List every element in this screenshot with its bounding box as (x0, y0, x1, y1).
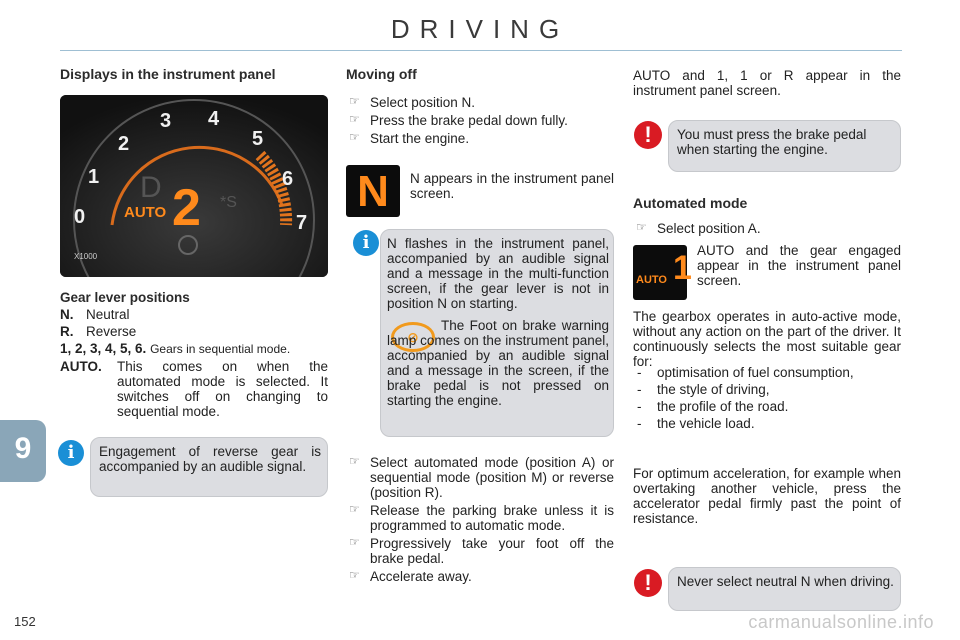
list-item: Release the parking brake unless it is p… (346, 502, 614, 533)
display-auto-gear: 1 (673, 249, 692, 287)
gear-selection-factors: optimisation of fuel consumption, the st… (633, 365, 901, 433)
list-item: Progressively take your foot off the bra… (346, 535, 614, 566)
warning-icon: ! (634, 121, 662, 149)
gauge-number: 1 (88, 166, 99, 188)
gear-desc: Gears in sequential mode. (150, 342, 291, 356)
page-number: 152 (14, 614, 36, 629)
instrument-panel-image: 0 1 2 3 4 5 6 7 D 2 AUTO *S X1000 (60, 95, 328, 277)
gear-key: R. (60, 324, 74, 339)
list-item: R. Reverse (60, 324, 328, 341)
display-n-letter: N (357, 167, 389, 216)
list-item: the style of driving, (633, 382, 901, 397)
gearbox-text: The gearbox operates in auto-active mode… (633, 309, 901, 369)
display-n-image: N (346, 165, 400, 217)
list-item: Accelerate away. (346, 568, 614, 584)
display-auto-label: AUTO (636, 274, 667, 286)
gauge-number: 2 (118, 133, 129, 155)
gauge-number: 3 (160, 110, 171, 132)
list-item: Start the engine. (346, 130, 614, 146)
list-item: Select position A. (633, 220, 901, 236)
list-item: Select position N. (346, 94, 614, 110)
list-item: Select automated mode (position A) or se… (346, 454, 614, 500)
warning-icon: ! (634, 569, 662, 597)
info-box-reverse: Engagement of reverse gear is accompanie… (90, 437, 328, 497)
gauge-gear: 2 (172, 179, 201, 237)
page-title: DRIVING (390, 14, 570, 44)
title-divider (60, 50, 902, 51)
info-text: N flashes in the instrument panel, accom… (387, 236, 609, 311)
chapter-number: 9 (14, 432, 32, 465)
gear-key: 1, 2, 3, 4, 5, 6. (60, 341, 147, 356)
list-item: optimisation of fuel consumption, (633, 365, 901, 380)
list-item: Press the brake pedal down fully. (346, 112, 614, 128)
gear-desc: This comes on when the automated mode is… (117, 359, 328, 419)
info-icon: i (58, 440, 84, 466)
section-heading-moving-off: Moving off (346, 66, 417, 82)
moving-off-steps: Select position N. Press the brake pedal… (346, 94, 614, 149)
gear-positions-title: Gear lever positions (60, 290, 190, 305)
gauge-s-symbol: *S (220, 194, 237, 211)
gauge-number: 7 (296, 212, 307, 234)
section-heading-automated: Automated mode (633, 195, 748, 211)
list-item: N. Neutral (60, 307, 328, 324)
info-icon: i (353, 230, 379, 256)
gauge-number: 6 (282, 168, 293, 190)
acceleration-text: For optimum acceleration, for example wh… (633, 466, 901, 526)
gauge-scale: X1000 (74, 252, 98, 261)
gear-positions-list: N. Neutral R. Reverse 1, 2, 3, 4, 5, 6. Ge… (60, 307, 328, 358)
list-item: the vehicle load. (633, 416, 901, 431)
display-auto-image: AUTO 1 (633, 245, 692, 300)
gear-desc: Neutral (86, 307, 130, 322)
gauge-number: 5 (252, 128, 263, 150)
gauge-mode: D (140, 171, 162, 204)
list-item: the profile of the road. (633, 399, 901, 414)
gear-key: N. (60, 307, 74, 322)
warning-box-neutral: Never select neutral N when driving. (668, 567, 901, 611)
gauge-number: 4 (208, 108, 220, 130)
list-item: 1, 2, 3, 4, 5, 6. Gears in sequential mo… (60, 341, 328, 358)
info-text: Engagement of reverse gear is accompanie… (99, 444, 321, 474)
display-n-text: N appears in the instrument panel screen… (410, 171, 614, 201)
chapter-tab: 9 (0, 420, 46, 482)
foot-brake-lamp-icon (178, 235, 198, 255)
auto-appear-text: AUTO and 1, 1 or R appear in the instrum… (633, 68, 901, 98)
foot-on-brake-icon: ⊘ (391, 322, 435, 352)
section-heading-displays: Displays in the instrument panel (60, 66, 276, 82)
gauge-number: 0 (74, 206, 85, 228)
gauge-auto-label: AUTO (124, 204, 167, 221)
warning-text: Never select neutral N when driving. (677, 574, 894, 589)
warning-text: You must press the brake pedal when star… (677, 127, 867, 157)
info-box-n-flashes: N flashes in the instrument panel, accom… (380, 229, 614, 437)
rev-gauge-illustration: 0 1 2 3 4 5 6 7 D 2 AUTO *S X1000 (60, 95, 328, 277)
list-item: AUTO. This comes on when the automated m… (60, 359, 328, 419)
gear-desc: Reverse (86, 324, 137, 339)
auto-display-text: AUTO and the gear engaged appear in the … (697, 243, 901, 288)
automated-steps: Select position A. (633, 220, 901, 239)
gear-key: AUTO. (60, 359, 102, 374)
footbrake-text: The Foot on brake warning lamp comes on … (387, 318, 609, 408)
moving-off-steps-2: Select automated mode (position A) or se… (346, 454, 614, 587)
watermark: carmanualsonline.info (748, 612, 934, 632)
warning-box-brake: You must press the brake pedal when star… (668, 120, 901, 172)
